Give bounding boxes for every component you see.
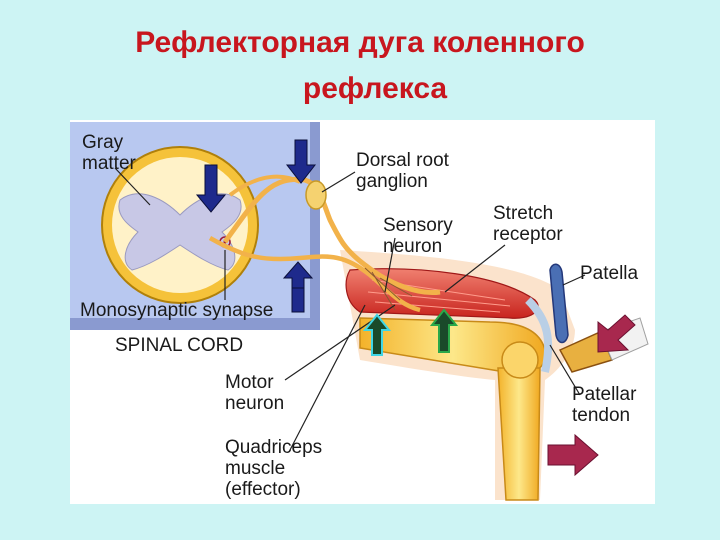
hammer-strike-arrow: [597, 314, 636, 353]
movement-arrows: [547, 314, 636, 477]
label-spinal-cord: SPINAL CORD: [115, 335, 244, 356]
afferent-arrows: [195, 139, 317, 313]
tibia: [497, 367, 541, 501]
label-dorsal-root-1: Dorsal root: [356, 150, 449, 171]
arrow-up-cyan: [362, 313, 392, 356]
leg-kick-arrow: [547, 433, 599, 477]
arrow-down-2: [285, 139, 317, 184]
label-sensory-1: Sensory: [383, 215, 453, 236]
patellar-tendon: [525, 297, 553, 373]
leader-lines: [114, 167, 586, 451]
slide-title-line2: рефлекса: [302, 72, 448, 105]
sensory-neuron-path: [222, 176, 441, 296]
label-gray-matter-2: matter: [82, 153, 136, 174]
label-stretch-2: receptor: [493, 224, 563, 245]
label-quadriceps-2: muscle: [225, 458, 286, 479]
label-sensory-2: neuron: [383, 236, 443, 257]
dorsal-root-ganglion: [305, 180, 327, 210]
label-patella: Patella: [580, 263, 639, 284]
gray-matter-region: [118, 193, 242, 271]
label-synapse: Monosynaptic synapse: [80, 300, 274, 321]
patella-bone: [549, 263, 569, 344]
slide-title-line1: Рефлекторная дуга коленного: [135, 26, 585, 59]
label-motor-2: neuron: [225, 393, 285, 414]
label-tendon-1: Patellar: [572, 384, 637, 405]
arrow-down-1: [195, 164, 227, 213]
label-tendon-2: tendon: [572, 405, 631, 426]
label-quadriceps-3: (effector): [225, 479, 301, 500]
label-quadriceps-1: Quadriceps: [225, 437, 323, 458]
label-dorsal-root-2: ganglion: [356, 171, 428, 192]
label-motor-1: Motor: [225, 372, 274, 393]
motor-neuron-path: [208, 236, 421, 313]
efferent-arrows: [362, 308, 459, 356]
label-stretch-1: Stretch: [493, 203, 554, 224]
arrow-up-green: [429, 308, 459, 353]
label-gray-matter-1: Gray: [82, 132, 124, 153]
